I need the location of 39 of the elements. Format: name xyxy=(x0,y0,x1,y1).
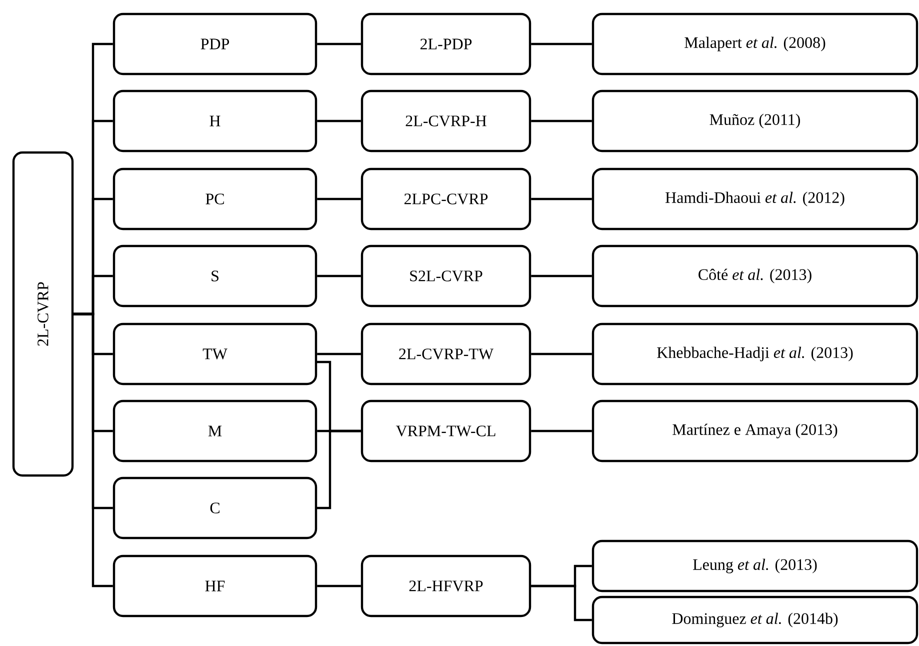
connector-line xyxy=(317,584,361,588)
connector-line xyxy=(531,198,592,200)
connector-line xyxy=(317,198,361,200)
box: Hamdi-Dhaoui et al. (2012) xyxy=(592,168,918,230)
box: Khebbache-Hadji et al. (2013) xyxy=(592,322,918,386)
box: 2L-CVRP xyxy=(12,151,74,477)
box: Dominguez et al. (2014b) xyxy=(592,596,918,644)
box: M xyxy=(112,400,318,462)
box: S2L-CVRP xyxy=(360,244,532,308)
box: 2L-CVRP-TW xyxy=(360,322,532,386)
box: C xyxy=(112,476,318,540)
box: VRPM-TW-CL xyxy=(360,400,532,462)
box: 2L-HFVRP xyxy=(360,554,532,618)
box: PDP xyxy=(112,12,318,76)
connector-line xyxy=(531,274,592,278)
connector-line xyxy=(531,42,592,46)
connector-line xyxy=(317,120,361,122)
box: Malapert et al. (2008) xyxy=(592,12,918,76)
connector-line xyxy=(531,584,592,622)
connector-line xyxy=(531,430,592,432)
box: 2LPC-CVRP xyxy=(360,168,532,230)
box: Leung et al. (2013) xyxy=(592,540,918,592)
box: Martínez e Amaya (2013) xyxy=(592,400,918,462)
box: Muñoz (2011) xyxy=(592,90,918,152)
connector-line xyxy=(317,42,361,46)
box: HF xyxy=(112,554,318,618)
connector-line xyxy=(72,312,113,588)
connector-line xyxy=(317,352,361,356)
box: 2L-PDP xyxy=(360,12,532,76)
connector-line xyxy=(317,274,361,278)
box: S xyxy=(112,244,318,308)
box: Côté et al. (2013) xyxy=(592,244,918,308)
box: H xyxy=(112,90,318,152)
box: 2L-CVRP-H xyxy=(360,90,532,152)
connector-line xyxy=(316,430,361,510)
connector-line xyxy=(531,352,592,356)
box: PC xyxy=(112,168,318,230)
connector-line xyxy=(531,120,592,122)
box: TW xyxy=(112,322,318,386)
